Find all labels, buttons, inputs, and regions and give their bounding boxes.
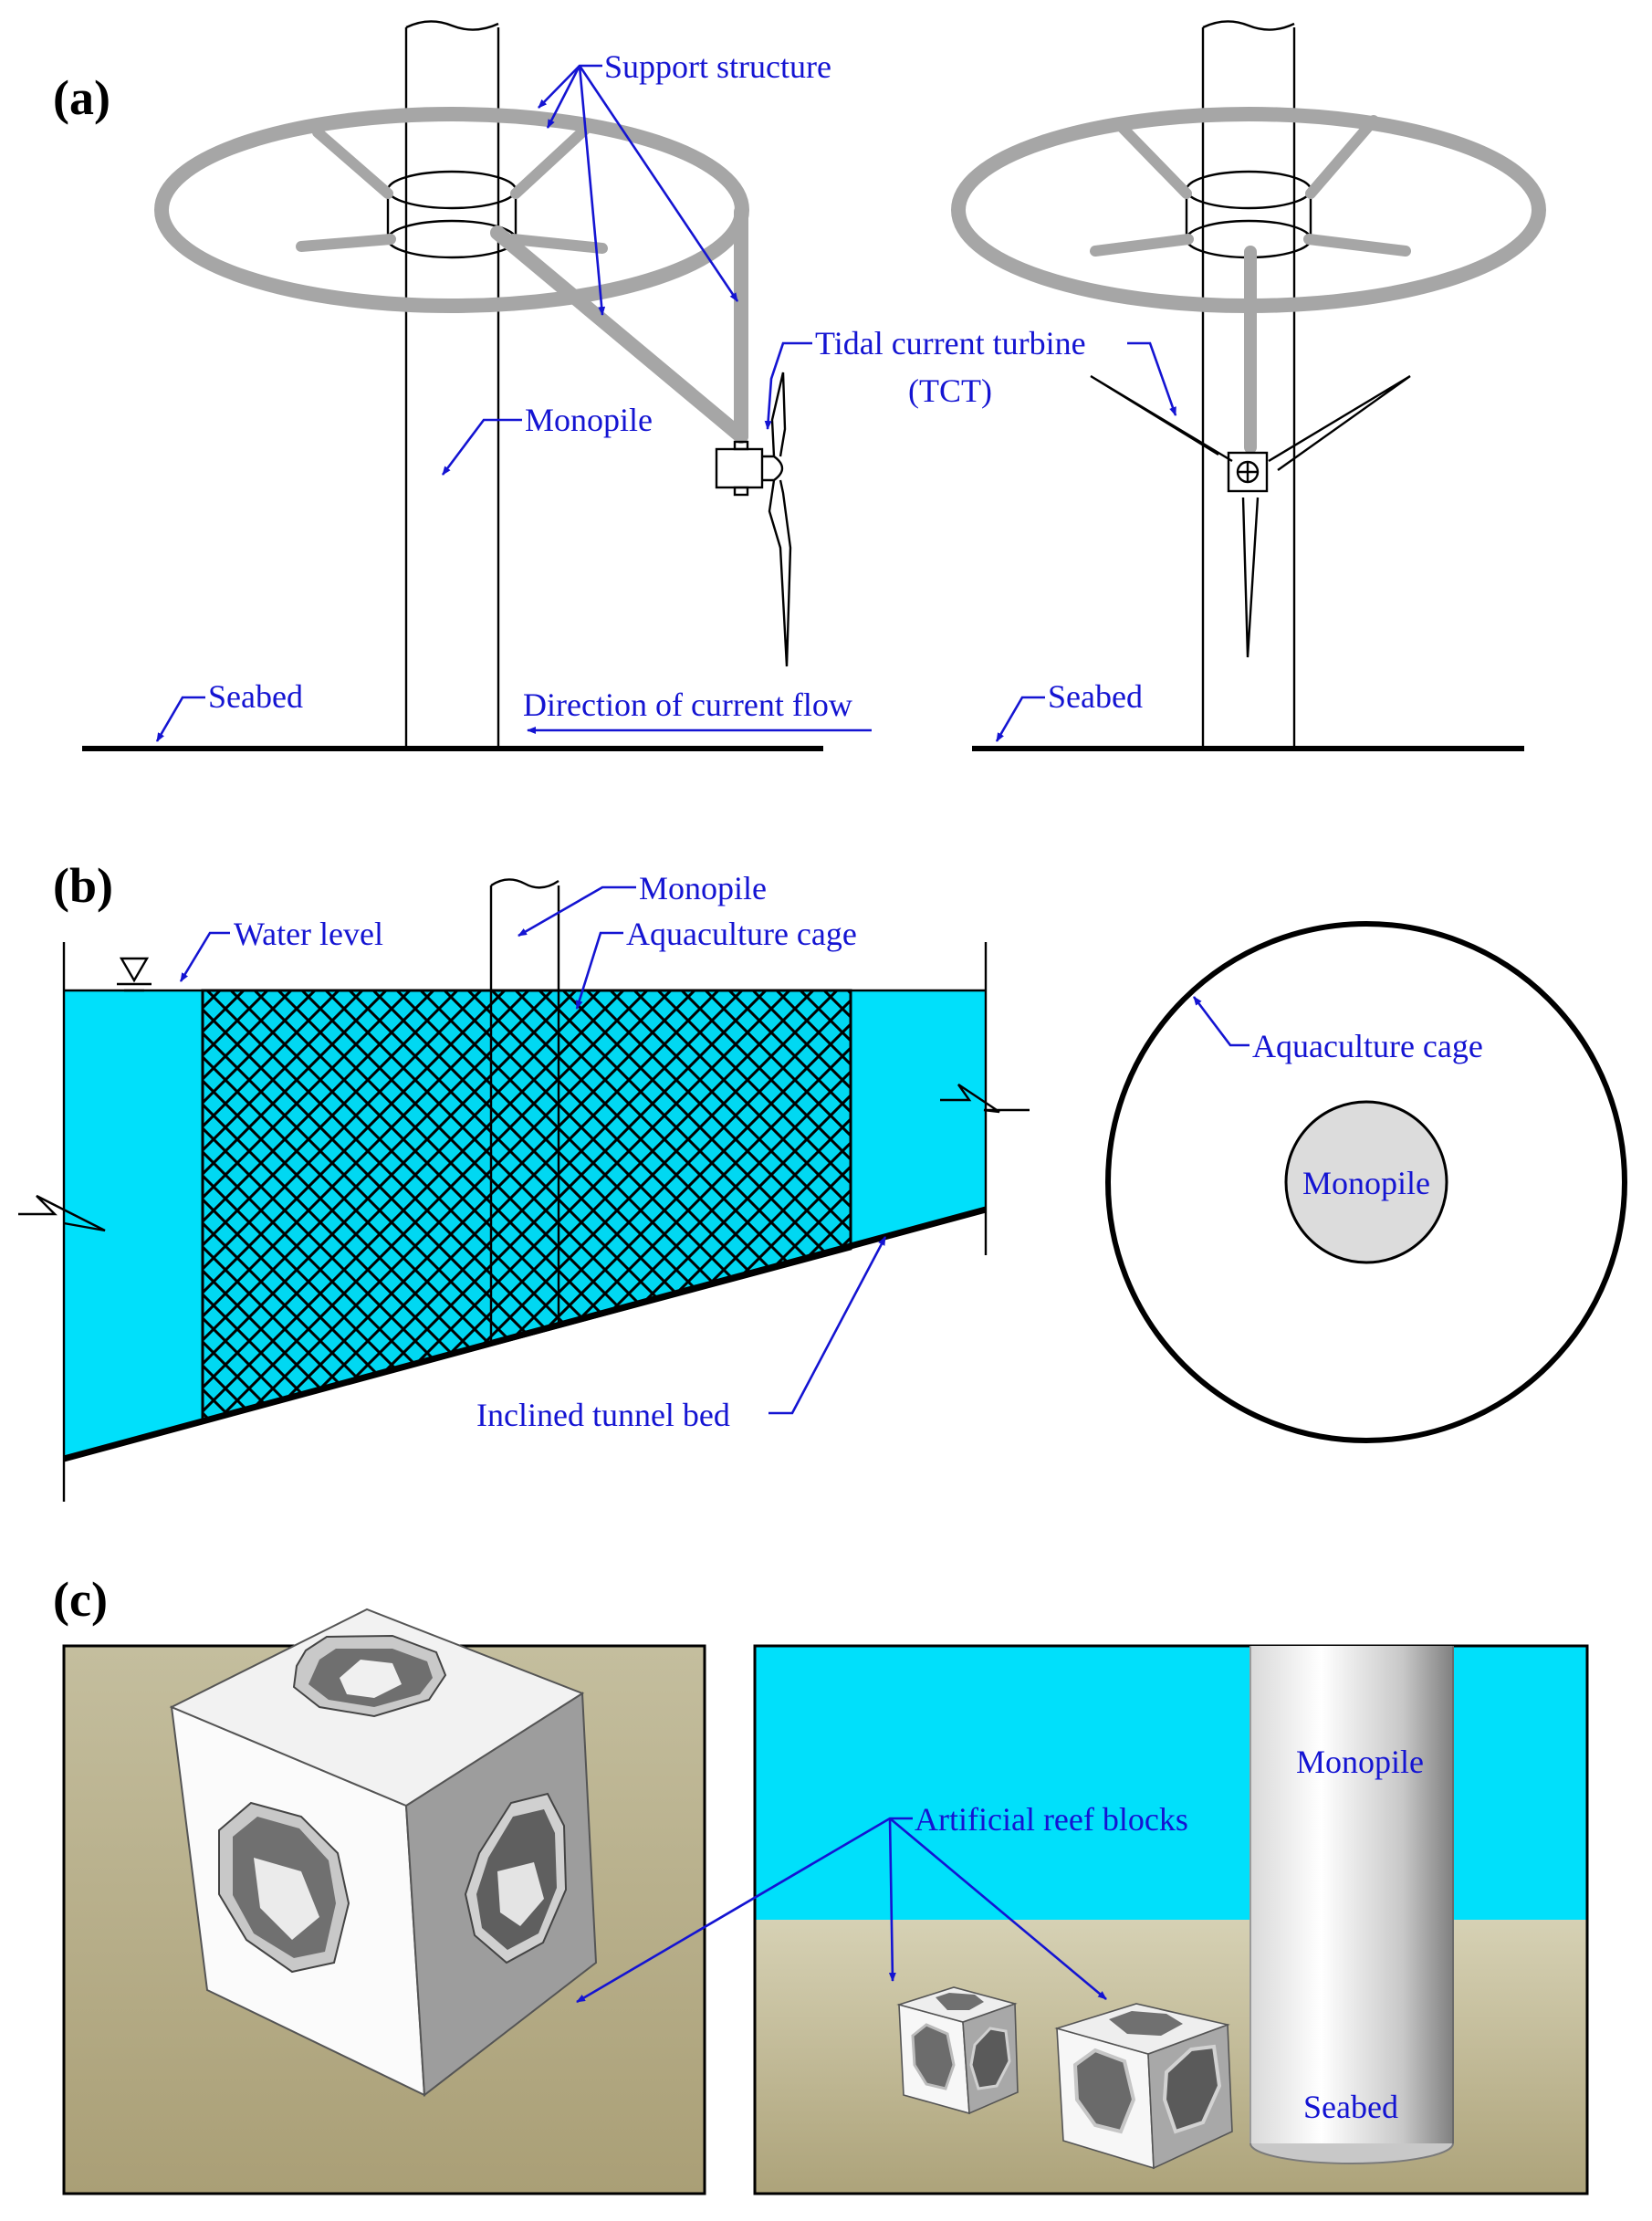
label-current-flow: Direction of current flow	[523, 686, 852, 723]
monopile-cylinder: Monopile	[1249, 1646, 1454, 2164]
panel-label-c: (c)	[53, 1572, 108, 1627]
tidal-turbine-front	[1090, 374, 1411, 658]
label-monopile-c: Monopile	[1296, 1744, 1424, 1780]
reef-block-large	[169, 1608, 598, 2097]
annotation-inclined-bed: Inclined tunnel bed	[476, 1236, 887, 1433]
annotation-aquaculture-cage-b: Aquaculture cage	[575, 916, 857, 1010]
break-mark-right	[940, 1084, 1030, 1114]
annotation-monopile-b: Monopile	[518, 870, 767, 938]
support-structure-right	[951, 107, 1546, 454]
annotation-tidal-turbine: Tidal current turbine (TCT)	[764, 325, 1177, 430]
inclined-bed-line	[63, 1206, 987, 1462]
label-aquaculture-cage-plan: Aquaculture cage	[1252, 1028, 1483, 1064]
panel-label-b: (b)	[53, 858, 113, 913]
label-monopile-b: Monopile	[639, 870, 767, 906]
panel-c-right: Monopile Seabed	[753, 1644, 1589, 2195]
break-mark-left	[18, 1194, 106, 1232]
support-structure-left	[154, 107, 749, 444]
label-inclined-bed: Inclined tunnel bed	[476, 1397, 730, 1433]
label-support-structure: Support structure	[604, 48, 831, 85]
label-seabed-c: Seabed	[1303, 2089, 1398, 2125]
label-monopile-plan: Monopile	[1302, 1165, 1430, 1201]
monopile-circle	[1284, 1100, 1448, 1264]
monopile-b	[489, 878, 560, 1346]
label-seabed-a-left: Seabed	[208, 678, 303, 715]
annotation-artificial-reef: Artificial reef blocks	[576, 1801, 1188, 2004]
water-region	[755, 1646, 1587, 1920]
annotation-seabed-a-left: Seabed	[155, 678, 303, 742]
label-aquaculture-cage-b: Aquaculture cage	[626, 916, 857, 952]
label-water-level: Water level	[234, 916, 383, 952]
annotation-water-level: Water level	[179, 916, 383, 982]
label-monopile-a: Monopile	[525, 402, 653, 438]
aquaculture-cage-mesh	[201, 989, 852, 1424]
panel-a-right	[951, 20, 1546, 751]
panel-a-left	[82, 20, 823, 751]
monopile-left	[386, 20, 518, 749]
panel-c-left	[62, 1608, 706, 2195]
water-level-marker-icon	[117, 957, 152, 992]
annotation-seabed-a-right: Seabed	[995, 678, 1143, 742]
panel-b-section	[18, 878, 1030, 1502]
panel-label-a: (a)	[53, 70, 110, 125]
label-seabed-a-right: Seabed	[1048, 678, 1143, 715]
reef-block-small-1	[896, 1986, 1019, 2115]
annotation-monopile-a: Monopile	[441, 402, 653, 476]
label-artificial-reef: Artificial reef blocks	[915, 1801, 1188, 1838]
panel-b-plan-view: Monopile	[1105, 921, 1627, 1443]
tidal-turbine-side	[715, 372, 792, 667]
label-tidal-turbine-line1: Tidal current turbine	[815, 325, 1086, 361]
reef-block-small-2	[1054, 2003, 1233, 2170]
label-tidal-turbine-line2: (TCT)	[908, 372, 992, 409]
annotation-support-structure: Support structure	[538, 48, 831, 316]
annotation-current-flow: Direction of current flow	[523, 686, 872, 734]
annotation-aquaculture-cage-plan: Aquaculture cage	[1192, 996, 1483, 1064]
